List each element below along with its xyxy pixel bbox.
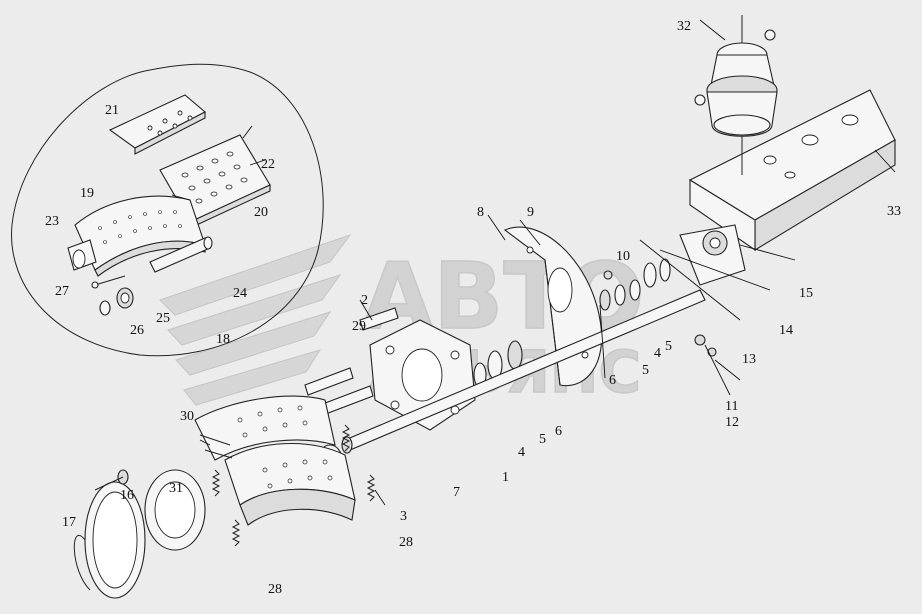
callout-33: 33: [887, 204, 901, 219]
callout-19: 19: [80, 186, 94, 201]
part-4-5-6-seals: [473, 340, 523, 388]
callout-3: 3: [400, 509, 407, 524]
callout-20: 20: [254, 205, 268, 220]
callout-2: 2: [361, 293, 368, 308]
callout-4-lower: 4: [518, 445, 525, 460]
callout-27: 27: [55, 284, 69, 299]
callout-labels: 1 2 3 4 4 5 5 5 6 6 7 8 9 10 11 12 13 14…: [45, 19, 901, 597]
part-31-dust-ring: [144, 469, 206, 551]
part-28-return-spring: [211, 424, 376, 547]
part-32-brake-chamber: [694, 15, 778, 175]
callout-6-lower: 6: [555, 424, 562, 439]
part-17-brake-drum: [73, 481, 146, 599]
main-brake-shoe-lower: [224, 443, 356, 526]
callout-6-upper: 6: [609, 373, 616, 388]
detail-loop-outline: [11, 63, 324, 357]
part-21-lining: [108, 94, 206, 155]
callout-8: 8: [477, 205, 484, 220]
part-19-brake-shoe: [74, 195, 206, 277]
part-27-spring-pin: [91, 275, 126, 289]
callout-16: 16: [120, 488, 134, 503]
callout-32: 32: [677, 19, 691, 34]
leader-lines: [171, 19, 896, 506]
callout-28-right: 28: [399, 535, 413, 550]
callout-4-upper: 4: [654, 346, 661, 361]
callout-23: 23: [45, 214, 59, 229]
callout-17: 17: [62, 515, 76, 530]
callout-9: 9: [527, 205, 534, 220]
callout-22: 22: [261, 157, 275, 172]
callout-15: 15: [799, 286, 813, 301]
callout-21: 21: [105, 103, 119, 118]
callout-24: 24: [233, 286, 247, 301]
part-15-slack-adjuster: [679, 224, 746, 286]
callout-5-lower: 5: [539, 432, 546, 447]
callout-13: 13: [742, 352, 756, 367]
part-33-axle-beam: [688, 89, 896, 252]
callout-14: 14: [779, 323, 793, 338]
callout-7: 7: [453, 485, 460, 500]
part-16-bolt: [94, 469, 129, 491]
callout-5-upper: 5: [665, 339, 672, 354]
callout-5-mid: 5: [642, 363, 649, 378]
main-brake-shoe-upper: [194, 395, 336, 461]
part-25-roller: [116, 287, 134, 309]
callout-26: 26: [130, 323, 144, 338]
part-26-washer: [99, 300, 111, 316]
part-24-pin: [149, 236, 213, 273]
part-2-anchor-pin: [304, 307, 399, 416]
part-23-bushing: [67, 239, 97, 271]
callout-31: 31: [169, 481, 183, 496]
callout-10: 10: [616, 249, 630, 264]
callout-28-bottom: 28: [268, 582, 282, 597]
callout-18: 18: [216, 332, 230, 347]
callout-25: 25: [156, 311, 170, 326]
callout-1: 1: [502, 470, 509, 485]
callout-11: 11: [725, 399, 738, 414]
part-22-rivet: [242, 125, 253, 139]
callout-12: 12: [725, 415, 739, 430]
part-30-clip: [199, 434, 233, 459]
callout-29: 29: [352, 319, 366, 334]
callout-30: 30: [180, 409, 194, 424]
